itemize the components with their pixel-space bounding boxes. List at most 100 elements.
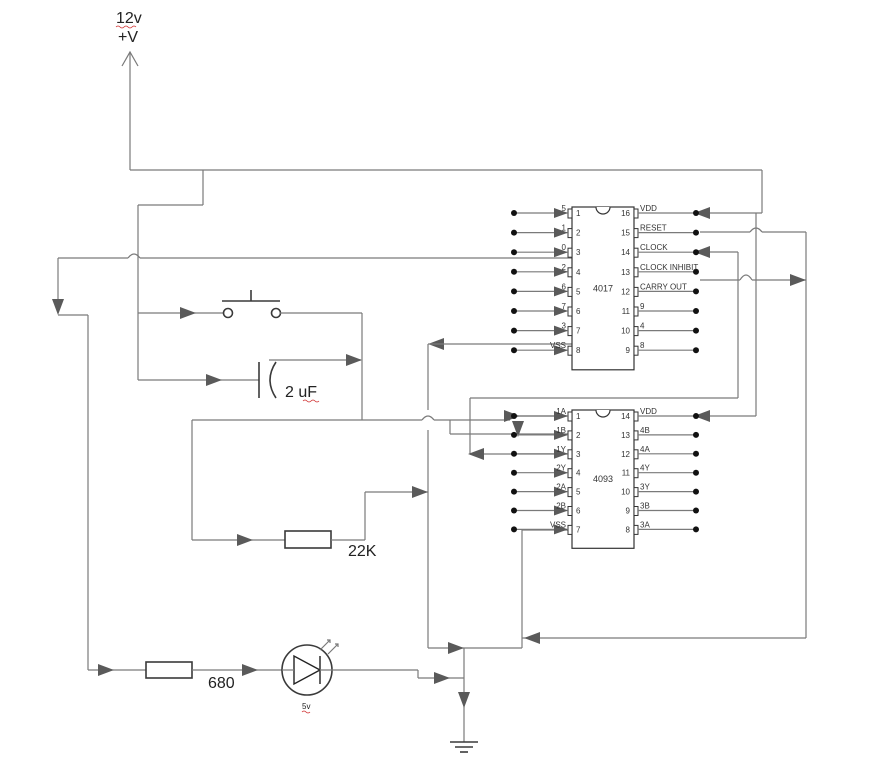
- pin-label: 1: [562, 224, 567, 233]
- arrow-gate-icon: [512, 421, 524, 437]
- pin-terminal-dot: [511, 327, 517, 334]
- pin-label: CARRY OUT: [640, 282, 687, 291]
- arrow-cap-out-icon: [346, 354, 362, 366]
- pin-arrow-icon: [554, 208, 568, 218]
- pin-terminal-dot: [511, 268, 517, 275]
- supply-rail-label: +V: [118, 29, 138, 46]
- pin-number: 7: [576, 525, 581, 534]
- pin-number: 4: [576, 469, 581, 478]
- pin-number: 16: [621, 209, 630, 218]
- pin-number: 14: [621, 248, 630, 257]
- pin-number: 10: [621, 327, 630, 336]
- spellcheck-underline: [301, 710, 311, 714]
- pin-terminal-dot: [511, 229, 517, 236]
- pin-stub: [633, 286, 639, 297]
- pin-stub: [567, 506, 573, 516]
- pin-label: CLOCK: [640, 243, 668, 252]
- spellcheck-underline: [302, 399, 320, 403]
- pin-stub: [567, 306, 573, 317]
- arrow-led-ground-icon: [434, 672, 450, 684]
- pin-terminal-dot: [511, 347, 517, 354]
- arrow-1y-icon: [468, 448, 484, 460]
- pin-terminal-dot: [693, 288, 699, 295]
- spellcheck-underline: [115, 25, 137, 29]
- pin-number: 15: [621, 229, 630, 238]
- pin-stub: [633, 228, 639, 239]
- pin-terminal-dot: [693, 308, 699, 314]
- pin-label: 1Y: [556, 445, 566, 454]
- pin-label: VSS: [550, 341, 566, 350]
- ic-body: [571, 409, 635, 549]
- pin-terminal-dot: [511, 288, 517, 295]
- pin-label: 6: [562, 282, 567, 291]
- pin-terminal-dot: [693, 327, 699, 334]
- pin-label: 3B: [640, 502, 650, 511]
- ic-4017: 4017152130425667738VSS16VDD15RESET14CLOC…: [511, 204, 699, 371]
- pin-number: 11: [622, 307, 631, 316]
- pin-label: 7: [562, 302, 567, 311]
- ic-notch: [595, 206, 611, 215]
- pin-label: 5: [562, 204, 567, 213]
- pin-number: 13: [621, 431, 630, 440]
- pin-stub: [633, 524, 639, 535]
- arrow-switch-icon: [180, 307, 196, 319]
- pin-terminal-dot: [511, 210, 517, 216]
- pin-number: 7: [576, 327, 581, 336]
- pin-number: 11: [622, 469, 631, 478]
- pin-terminal-dot: [693, 431, 699, 438]
- pin-label: 4B: [640, 426, 650, 435]
- pin-label: 3: [562, 322, 567, 331]
- pin-terminal-dot: [693, 413, 699, 419]
- pin-number: 12: [621, 450, 630, 459]
- arrow-carry-return-icon: [524, 632, 540, 644]
- ic-notch: [595, 409, 611, 418]
- ic-name: 4017: [593, 283, 613, 293]
- pin-stub: [567, 449, 573, 460]
- pin-number: 6: [576, 507, 581, 516]
- pin-number: 1: [576, 412, 581, 421]
- pin-number: 9: [626, 507, 631, 516]
- pin-label: 1A: [556, 407, 566, 416]
- resistor-22k: [284, 530, 332, 549]
- pin-number: 10: [621, 488, 630, 497]
- pin-label: 2B: [556, 502, 566, 511]
- pin-label: 3A: [640, 520, 650, 529]
- capacitor-value: 2 uF: [285, 384, 317, 401]
- wire-crossover: [127, 253, 141, 259]
- arrow-cap-icon: [206, 374, 222, 386]
- pin-terminal-dot: [693, 229, 699, 236]
- pin-number: 3: [576, 248, 581, 257]
- ic-4093: 409311A21B31Y42Y52A62B7VSS14VDD134B124A1…: [511, 407, 699, 549]
- pin-terminal-dot: [693, 469, 699, 476]
- pin-stub: [633, 449, 639, 460]
- arrow-680-icon: [98, 664, 114, 676]
- pin-arrow-icon: [554, 247, 568, 258]
- resistor-680: [145, 661, 193, 679]
- pin-terminal-dot: [693, 488, 699, 495]
- pin-number: 2: [576, 229, 581, 238]
- pin-stub: [633, 506, 639, 516]
- pin-stub: [567, 286, 573, 297]
- pin-terminal-dot: [693, 210, 699, 216]
- pin-number: 8: [576, 346, 581, 355]
- pin-arrow-icon: [554, 411, 568, 421]
- pin-terminal-dot: [693, 249, 699, 256]
- pin-stub: [633, 326, 639, 337]
- pin-number: 3: [576, 450, 581, 459]
- pin-arrow-icon: [554, 505, 568, 516]
- pin-terminal-dot: [511, 450, 517, 457]
- pin-number: 6: [576, 307, 581, 316]
- pin-label: 4Y: [640, 464, 650, 473]
- pin-stub: [633, 345, 639, 356]
- wire-crossover: [421, 415, 435, 421]
- arrow-led-icon: [242, 664, 258, 676]
- pin-stub: [567, 247, 573, 258]
- pin-number: 4: [576, 268, 581, 277]
- led-diode-icon: [293, 654, 322, 686]
- pin-stub: [633, 208, 639, 219]
- pin-stub: [567, 345, 573, 356]
- led-light-rays-icon: [319, 639, 339, 655]
- pin-terminal-dot: [693, 268, 699, 275]
- pin-stub: [633, 411, 639, 422]
